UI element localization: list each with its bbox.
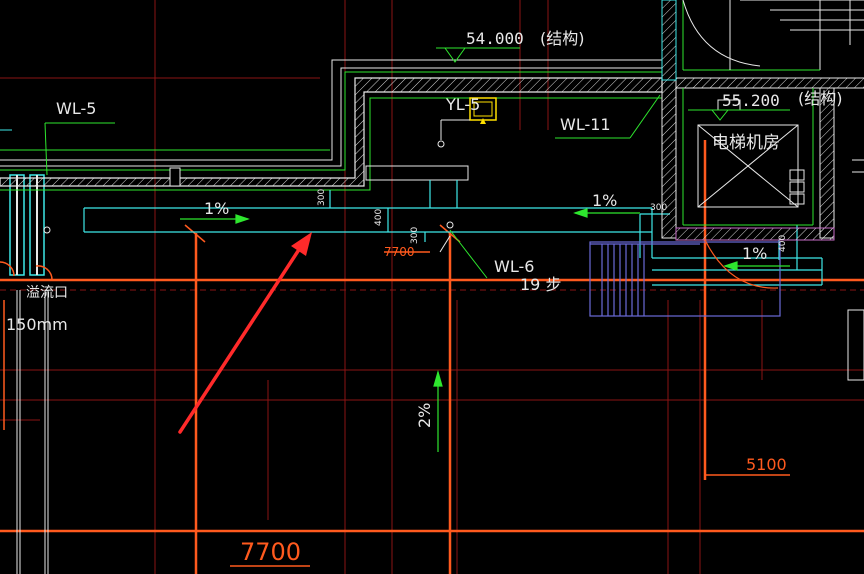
elevation-marker-machine [710, 109, 730, 121]
dimension-300-a: 300 [317, 189, 327, 206]
axis-dimension-lines [184, 224, 790, 567]
stairs [589, 241, 781, 317]
drain-label-yl5: YL-5 [445, 95, 480, 114]
size-label-150mm: 150mm [6, 315, 68, 334]
elevator-room-label: 电梯机房 [712, 133, 780, 153]
elevation-machine-label: 55.200 [722, 91, 780, 110]
elevation-roof-label: 54.000 [466, 29, 524, 48]
elevation-marker-roof [444, 47, 466, 63]
door-swing-arc [704, 239, 779, 289]
slope-label-left: 1% [204, 199, 229, 218]
elevation-roof-note: (结构) [540, 29, 585, 48]
steps-label: 19 步 [520, 275, 561, 294]
elevation-machine-note: (结构) [798, 89, 843, 108]
pipe-wl6-marker [439, 221, 488, 279]
roof-drain-icon [437, 97, 497, 148]
dimension-7700-small: 7700 [384, 245, 415, 259]
pipe-label-wl11: WL-11 [560, 115, 611, 134]
axis-lines-orange [0, 140, 864, 574]
slope-label-mid: 1% [592, 191, 617, 210]
dimension-300-b: 300 [410, 227, 420, 244]
pipe-label-wl6: WL-6 [494, 257, 534, 276]
left-columns [0, 129, 53, 574]
elevator-machine-room [661, 0, 864, 381]
dimension-300-c: 300 [650, 203, 667, 213]
pipe-label-wl5: WL-5 [56, 99, 96, 118]
slope-label-2pct: 2% [415, 403, 434, 428]
dimension-400-b: 400 [778, 235, 788, 252]
slope-arrows [180, 208, 790, 452]
arrow-red-icon [178, 232, 312, 434]
leader-lines [44, 47, 790, 176]
overflow-label: 溢流口 [26, 285, 68, 301]
dimension-7700-big: 7700 [240, 538, 301, 566]
slope-label-right: 1% [742, 244, 767, 263]
dimension-400-a: 400 [374, 209, 384, 226]
dimension-5100: 5100 [746, 455, 787, 474]
